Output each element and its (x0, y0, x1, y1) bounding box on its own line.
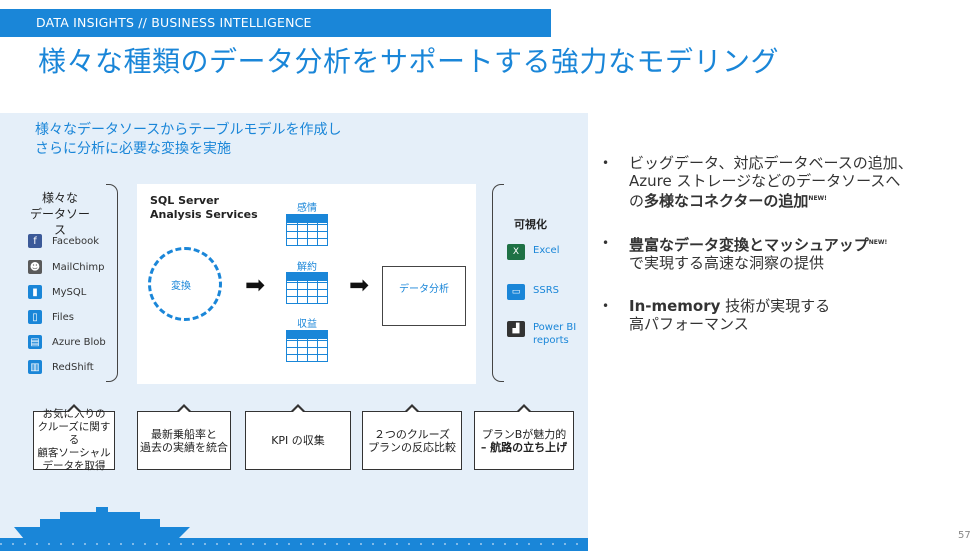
bubble-line: お気に入りの (42, 408, 106, 420)
ssrs-icon: ▭ (507, 284, 525, 300)
bubble-line: プランBが魅力的 (481, 427, 567, 441)
table-label-sentiment: 感情 (297, 203, 317, 214)
source-label: Azure Blob (52, 336, 106, 348)
table-label-revenue: 収益 (297, 319, 317, 330)
sources-title-line-2: データソース (29, 207, 90, 237)
transform-cycle-icon (148, 247, 222, 321)
source-item-facebook: f Facebook (28, 231, 99, 251)
bullet-line: 高パフォーマンス (629, 315, 749, 333)
source-item-mailchimp: ☻ MailChimp (28, 257, 105, 277)
bullet-line-prefix: の (629, 192, 645, 210)
bullet-line: ビッグデータ、対応データベースの追加、 (629, 154, 913, 172)
page-title: 様々な種類のデータ分析をサポートする強力なモデリング (38, 45, 780, 78)
bullet-dot: • (602, 156, 610, 170)
bullet-text: 豊富なデータ変換とマッシュアップNEW! で実現する高速な洞察の提供 (629, 234, 972, 272)
redshift-icon: ▥ (28, 360, 42, 374)
sources-title: 様々な データソース (28, 190, 92, 238)
table-icon (286, 214, 328, 246)
bullet-text: ビッグデータ、対応データベースの追加、 Azure ストレージなどのデータソース… (629, 154, 972, 210)
header-label: DATA INSIGHTS // BUSINESS INTELLIGENCE (36, 15, 312, 30)
story-bubble-4: ２つのクルーズ プランの反応比較 (362, 404, 462, 470)
source-item-mysql: ▮ MySQL (28, 282, 86, 302)
bullet-line: Azure ストレージなどのデータソースへ (629, 172, 901, 190)
vis-label: Excel (533, 245, 560, 256)
bullet-bold: 多様なコネクターの追加 (644, 192, 809, 210)
source-label: Facebook (52, 235, 99, 247)
bubble-line: 顧客ソーシャル (37, 447, 111, 459)
bullet-dot: • (602, 299, 610, 313)
new-badge: NEW! (808, 195, 827, 202)
excel-icon: X (507, 244, 525, 260)
facebook-icon: f (28, 234, 42, 248)
bullet-line: で実現する高速な洞察の提供 (629, 254, 825, 272)
bubble-line: ２つのクルーズ (373, 427, 451, 441)
intro-text: 様々なデータソースからテーブルモデルを作成し さらに分析に必要な変換を実施 (35, 121, 341, 159)
bullet-line: 豊富なデータ変換とマッシュアップNEW! (629, 234, 972, 254)
story-bubble-3: KPI の収集 (245, 404, 351, 470)
database-icon: ▮ (28, 285, 42, 299)
bullet-line: In-memory 技術が実現する (629, 297, 972, 315)
azure-blob-icon: ▤ (28, 335, 42, 349)
bullet-line-suffix: 技術が実現する (720, 297, 831, 315)
vis-item-powerbi: ▟ Power BI reports (507, 321, 576, 347)
vis-item-ssrs: ▭ SSRS (507, 284, 559, 300)
file-icon: ▯ (28, 310, 42, 324)
table-label-churn: 解約 (297, 262, 317, 273)
bullet-bold: 豊富なデータ変換とマッシュアップ (629, 236, 869, 254)
cruise-ship-icon (14, 507, 190, 539)
powerbi-icon: ▟ (507, 321, 525, 337)
story-bubble-2: 最新乗船率と 過去の実績を統合 (137, 404, 231, 470)
sea-wave-icon (0, 538, 588, 551)
sources-title-line-1: 様々な (41, 191, 78, 205)
bubble-line: KPI の収集 (271, 434, 325, 447)
bubble-line: 過去の実績を統合 (140, 440, 228, 454)
arrow-right-icon: ➡ (245, 271, 266, 299)
page-number: 57 (958, 530, 971, 541)
bubble-line: クルーズに関する (37, 421, 111, 446)
vis-label-line-2: reports (533, 335, 569, 346)
ssas-label: SQL Server Analysis Services (150, 194, 258, 222)
left-brace (106, 184, 118, 382)
source-item-redshift: ▥ RedShift (28, 357, 94, 377)
bullet-line: の多様なコネクターの追加NEW! (629, 190, 972, 210)
vis-item-excel: X Excel (507, 244, 560, 260)
intro-line-2: さらに分析に必要な変換を実施 (35, 141, 231, 157)
bullet-dot: • (602, 236, 610, 250)
new-badge: NEW! (868, 239, 888, 246)
vis-label: SSRS (533, 285, 559, 296)
intro-line-1: 様々なデータソースからテーブルモデルを作成し (35, 122, 342, 138)
source-item-azure-blob: ▤ Azure Blob (28, 332, 106, 352)
ssas-line-1: SQL Server (150, 194, 219, 207)
table-icon (286, 330, 328, 362)
story-bubble-5: プランBが魅力的 – 航路の立ち上げ (474, 404, 574, 470)
source-label: Files (52, 311, 74, 323)
source-label: RedShift (52, 361, 94, 373)
bubble-line: データを取得 (42, 460, 106, 472)
right-brace (492, 184, 504, 382)
data-analysis-box: データ分析 (382, 266, 466, 326)
source-label: MailChimp (52, 261, 105, 273)
mailchimp-icon: ☻ (28, 260, 42, 274)
bullet-bold: In-memory (629, 297, 721, 315)
bullet-text: In-memory 技術が実現する 高パフォーマンス (629, 297, 972, 333)
visualization-title: 可視化 (514, 218, 547, 231)
header-bar: DATA INSIGHTS // BUSINESS INTELLIGENCE (0, 9, 551, 37)
table-icon (286, 272, 328, 304)
bubble-line: プランの反応比較 (368, 440, 456, 454)
ssas-line-2: Analysis Services (150, 208, 258, 221)
source-item-files: ▯ Files (28, 307, 74, 327)
vis-label: Power BI reports (533, 321, 576, 347)
vis-label-line-1: Power BI (533, 322, 577, 333)
story-bubble-1: お気に入りの クルーズに関する 顧客ソーシャル データを取得 (33, 404, 115, 472)
bubble-line: – 航路の立ち上げ (480, 440, 568, 454)
bubble-line: 最新乗船率と (151, 427, 217, 441)
transform-label: 変換 (171, 281, 191, 292)
arrow-right-icon: ➡ (349, 271, 370, 299)
source-label: MySQL (52, 286, 87, 298)
